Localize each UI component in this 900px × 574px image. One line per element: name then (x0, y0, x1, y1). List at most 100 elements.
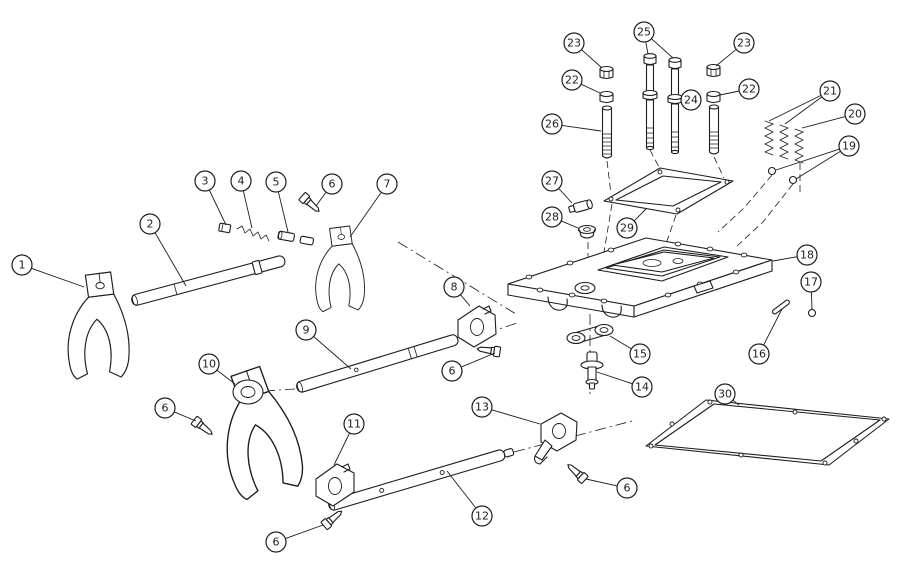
callout-leader (768, 94, 822, 122)
callout-24: 24 (680, 89, 702, 111)
callout-label: 6 (329, 178, 336, 191)
part-6-lock-bolt (190, 415, 216, 439)
callout-circle (819, 80, 841, 102)
callout-label: 3 (202, 175, 209, 188)
callout-circle (838, 135, 860, 157)
callout-label: 6 (624, 482, 631, 495)
callout-label: 1 (19, 259, 26, 272)
callout-circle (738, 78, 760, 100)
part-4-spring (236, 225, 270, 242)
callout-8: 8 (443, 276, 471, 307)
part-5-pin (277, 230, 295, 242)
callout-label: 22 (742, 83, 756, 96)
callout-label: 29 (620, 222, 634, 235)
callout-19: 19 (775, 135, 860, 180)
callout-label: 22 (565, 74, 579, 87)
part-15-yoke (566, 323, 614, 345)
part-10-shift-fork (209, 361, 309, 503)
callout-label: 13 (475, 401, 489, 414)
part-20-spring (794, 128, 804, 164)
callout-label: 24 (684, 94, 698, 107)
callout-23: 23 (715, 32, 755, 67)
callout-label: 30 (718, 388, 732, 401)
callout-circle (198, 353, 220, 375)
callout-circle (541, 206, 563, 228)
callout-5: 5 (265, 171, 289, 233)
callout-label: 10 (202, 358, 216, 371)
callout-label: 4 (238, 175, 245, 188)
callout-circle (265, 531, 287, 553)
callout-circle (733, 32, 755, 54)
part-stud-right (708, 104, 720, 155)
part-interlock-pin (299, 235, 315, 246)
callout-leader (719, 90, 740, 96)
callout-11: 11 (333, 413, 365, 466)
callout-label: 6 (449, 365, 456, 378)
part-29-gasket (603, 167, 734, 215)
callout-label: 15 (633, 348, 647, 361)
callout-label: 14 (635, 381, 649, 394)
callout-leader (775, 148, 840, 171)
callout-circle (441, 360, 463, 382)
callout-27: 27 (541, 170, 573, 204)
callout-label: 5 (273, 176, 280, 189)
callout-leader (810, 291, 813, 310)
callout-leader (580, 83, 601, 94)
callout-leader (732, 399, 740, 406)
part-12-shift-rail (328, 448, 515, 511)
callout-leader (313, 336, 352, 370)
callout-leader (596, 371, 633, 385)
callout-leader (242, 190, 253, 229)
callout-7: 7 (349, 173, 398, 238)
callout-leader (633, 208, 647, 222)
callout-leader (561, 220, 579, 229)
part-22-spacer-right (706, 90, 721, 104)
callout-label: 17 (804, 276, 818, 289)
callout-leader (285, 524, 324, 540)
callout-leader (491, 409, 541, 425)
callout-leader (208, 189, 227, 226)
callout-3: 3 (194, 170, 227, 226)
callout-9: 9 (295, 319, 352, 370)
part-14-plunger (580, 351, 604, 390)
part-1-shift-fork (67, 271, 130, 380)
part-25-bolt-b (667, 57, 683, 155)
part-17-ball (807, 308, 817, 318)
callout-label: 20 (848, 108, 862, 121)
part-8-shift-block (457, 305, 497, 348)
callout-leader (795, 150, 841, 180)
callout-circle (563, 32, 585, 54)
part-26-stud (601, 105, 613, 159)
callout-22: 22 (561, 69, 601, 94)
callout-29: 29 (616, 208, 647, 239)
callout-6: 6 (315, 173, 343, 207)
part-6-lock-bolt (320, 506, 346, 531)
callout-15: 15 (609, 335, 651, 365)
part-28-nut (577, 224, 597, 239)
callout-leader (315, 191, 327, 207)
callout-13: 13 (471, 396, 541, 425)
callout-circle (541, 113, 563, 135)
part-3-set-screw (218, 222, 232, 234)
callout-leader (609, 335, 632, 350)
callout-circle (616, 217, 638, 239)
part-6-lock-bolt (475, 343, 502, 358)
callout-leader (277, 191, 289, 233)
callout-12: 12 (446, 470, 493, 527)
callout-circle (376, 173, 398, 195)
part-7-shift-fork (315, 225, 365, 313)
part-13-selector-block (534, 412, 578, 465)
callout-circle (748, 343, 770, 365)
callout-circle (11, 254, 33, 276)
callout-circle (154, 397, 176, 419)
callout-leader (581, 49, 603, 69)
callout-leader (772, 256, 798, 262)
callout-circle (230, 170, 252, 192)
callout-leader (216, 369, 236, 385)
part-23-bolt-left (599, 65, 614, 80)
callout-4: 4 (230, 170, 253, 229)
callout-label: 16 (752, 348, 766, 361)
